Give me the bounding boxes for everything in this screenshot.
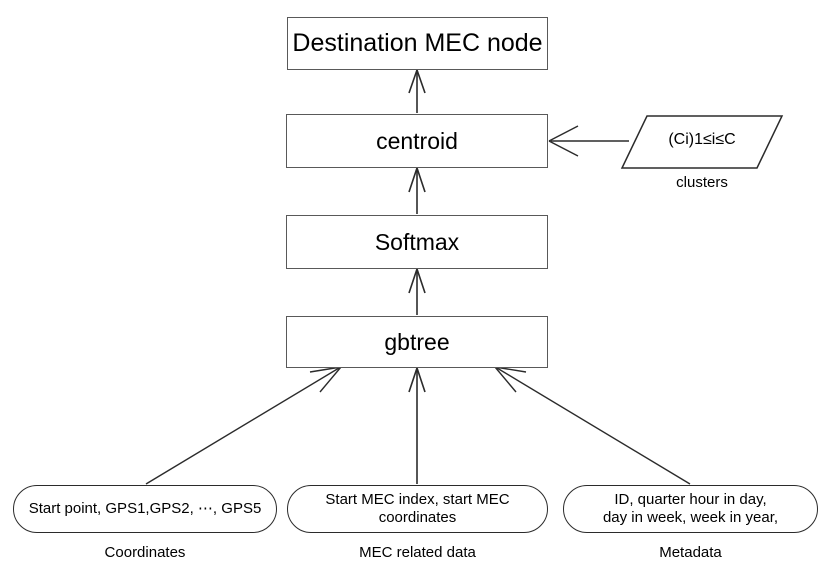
input-coordinates[interactable]: Start point, GPS1,GPS2, ⋯, GPS5 [13, 485, 277, 533]
node-gbtree[interactable]: gbtree [286, 316, 548, 368]
edge-centroid-to-destination [408, 69, 426, 113]
edge-gbtree-to-softmax [408, 268, 426, 315]
edge-coordinates-to-gbtree [145, 366, 342, 485]
input-metadata-label: ID, quarter hour in day, day in week, we… [602, 490, 779, 526]
caption-metadata: Metadata [659, 544, 722, 561]
edge-softmax-to-centroid [408, 167, 426, 214]
edge-metadata-to-gbtree [494, 366, 691, 485]
node-clusters-parameter-label: (Ci)1≤i≤C [668, 131, 736, 148]
node-destination-mec-node[interactable]: Destination MEC node [287, 17, 548, 70]
caption-clusters: clusters [676, 174, 728, 191]
edge-clusters-to-centroid [548, 125, 629, 157]
edge-mec-data-to-gbtree [408, 367, 426, 484]
input-coordinates-label: Start point, GPS1,GPS2, ⋯, GPS5 [28, 499, 262, 517]
node-softmax-label: Softmax [374, 228, 460, 255]
node-softmax[interactable]: Softmax [286, 215, 548, 269]
input-metadata[interactable]: ID, quarter hour in day, day in week, we… [563, 485, 818, 533]
node-centroid-label: centroid [376, 127, 458, 154]
node-destination-mec-node-label: Destination MEC node [292, 29, 543, 58]
input-mec-related-data-label: Start MEC index, start MEC coordinates [325, 490, 510, 526]
node-centroid[interactable]: centroid [286, 114, 548, 168]
node-gbtree-label: gbtree [384, 328, 450, 355]
input-mec-related-data[interactable]: Start MEC index, start MEC coordinates [287, 485, 548, 533]
caption-mec-related-data: MEC related data [359, 544, 476, 561]
caption-coordinates: Coordinates [104, 544, 186, 561]
